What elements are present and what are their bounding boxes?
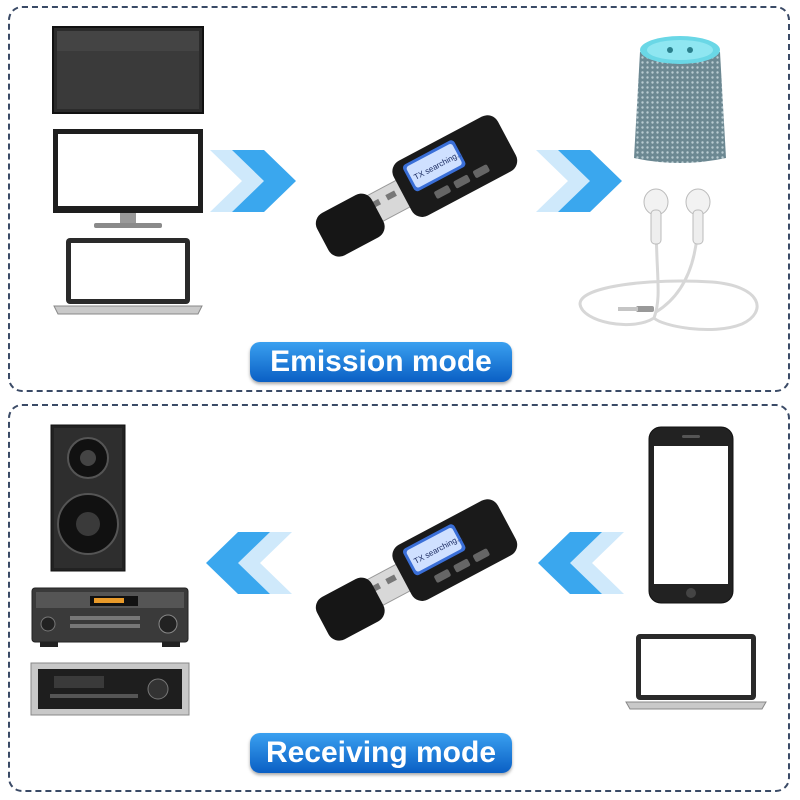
bluetooth-transmitter-device: TX searching... bbox=[315, 115, 518, 257]
emission-mode-label: Emission mode bbox=[250, 342, 512, 382]
earphones-icon bbox=[578, 188, 759, 332]
monitor-icon bbox=[53, 129, 203, 228]
receiving-mode-label: Receiving mode bbox=[250, 733, 512, 773]
laptop-icon bbox=[53, 238, 203, 315]
signal-arrow-right-icon bbox=[210, 150, 296, 212]
smart-speaker-icon bbox=[634, 36, 726, 163]
signal-arrow-left-icon bbox=[206, 532, 292, 594]
bluetooth-receiver-device: TX searching... bbox=[315, 499, 518, 641]
signal-arrow-right-icon bbox=[536, 150, 622, 212]
av-receiver-icon bbox=[31, 587, 189, 647]
tv-icon bbox=[52, 26, 204, 114]
signal-arrow-left-icon bbox=[538, 532, 624, 594]
laptop-icon bbox=[625, 634, 767, 710]
car-stereo-icon bbox=[30, 662, 190, 716]
loudspeaker-icon bbox=[50, 424, 126, 572]
smartphone-icon bbox=[648, 426, 734, 604]
